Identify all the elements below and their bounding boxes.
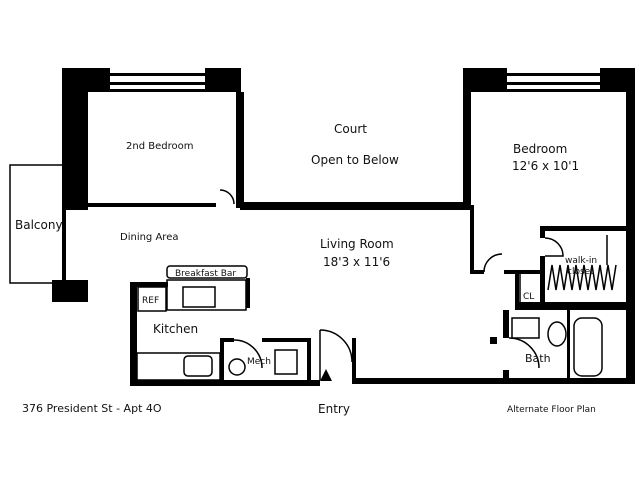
door-swing	[508, 337, 540, 369]
label-breakfast-bar: Breakfast Bar	[175, 269, 236, 279]
alternate-floor-plan-note: Alternate Floor Plan	[507, 405, 596, 415]
bathtub-icon	[573, 317, 603, 377]
label-court: Court	[334, 122, 367, 136]
label-kitchen: Kitchen	[153, 322, 198, 336]
door-swing	[483, 253, 503, 273]
stove-icon	[182, 286, 216, 308]
breakfast-bar-outline	[166, 265, 248, 279]
counter	[166, 279, 247, 311]
balcony-outline	[9, 164, 64, 284]
address: 376 President St - Apt 4O	[22, 402, 162, 415]
toilet-icon	[547, 321, 567, 347]
closet-hangers	[547, 264, 617, 291]
label-entry: Entry	[318, 402, 350, 416]
door-swing	[219, 189, 235, 205]
label-2nd-bedroom: 2nd Bedroom	[126, 141, 193, 152]
label-living: Living Room	[320, 237, 394, 251]
label-dining: Dining Area	[120, 232, 178, 243]
fixtures	[9, 164, 617, 381]
label-walkin-closet: closet	[567, 267, 594, 277]
door-swing	[233, 339, 263, 369]
lower-counter	[136, 352, 221, 381]
water-heater-icon	[228, 358, 246, 376]
entry-door-swing	[319, 329, 353, 380]
label-mech: Mech	[247, 357, 271, 367]
label-cl: CL	[523, 292, 534, 302]
label-bedroom: Bedroom	[513, 142, 567, 156]
sink-icon	[183, 355, 213, 377]
door-swing	[544, 237, 564, 257]
label-balcony: Balcony	[15, 218, 63, 232]
label-bath: Bath	[525, 352, 551, 365]
refrigerator	[137, 286, 167, 312]
label-ref: REF	[142, 296, 159, 306]
entry-arrow-icon	[320, 369, 332, 381]
label-bedroom-dim: 12'6 x 10'1	[512, 159, 579, 173]
label-walkin: walk-in	[565, 256, 597, 266]
mech-unit	[274, 349, 298, 375]
label-court-sub: Open to Below	[311, 153, 399, 167]
bath-sink-icon	[511, 317, 540, 339]
walls	[52, 68, 635, 386]
label-living-dim: 18'3 x 11'6	[323, 255, 390, 269]
